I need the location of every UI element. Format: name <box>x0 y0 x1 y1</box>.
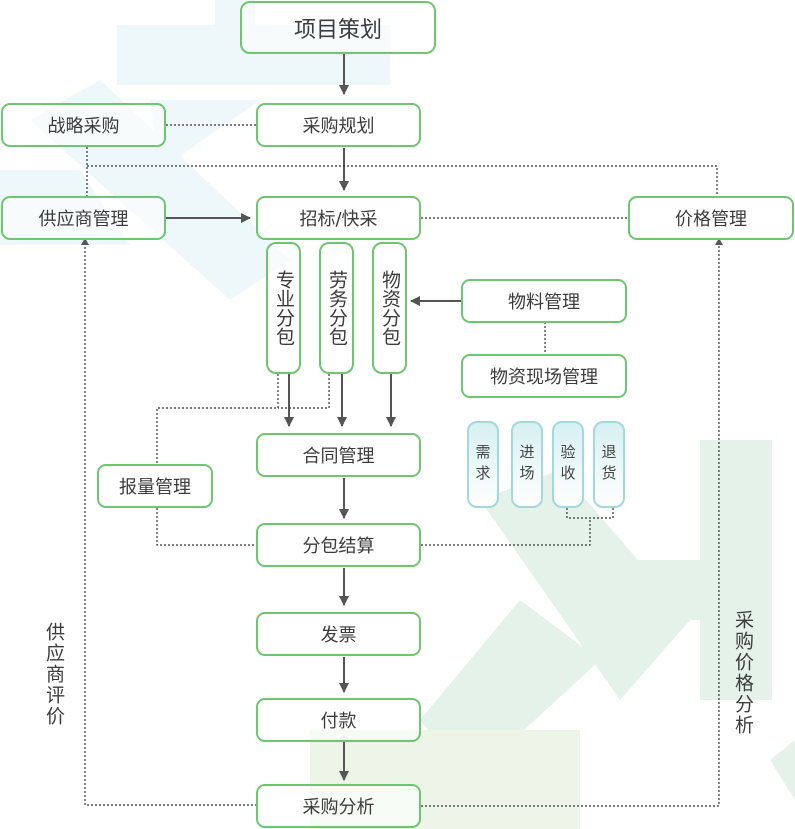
tag-acceptance[interactable]: 验收 <box>552 421 584 508</box>
node-supplier-management[interactable]: 供应商管理 <box>1 196 166 240</box>
label-price-analysis: 采购价格分析 <box>732 610 754 736</box>
node-project-planning[interactable]: 项目策划 <box>240 1 436 54</box>
node-material-management[interactable]: 物料管理 <box>461 279 627 323</box>
node-bidding-quick-purchase[interactable]: 招标/快采 <box>256 196 421 240</box>
node-labor-subcontract[interactable]: 劳务分包 <box>319 242 354 374</box>
tag-entry[interactable]: 进场 <box>511 421 543 508</box>
node-quantity-reporting[interactable]: 报量管理 <box>97 464 213 508</box>
node-price-management[interactable]: 价格管理 <box>628 196 794 240</box>
node-strategic-procurement[interactable]: 战略采购 <box>1 103 166 147</box>
node-site-material-management[interactable]: 物资现场管理 <box>461 354 627 398</box>
node-contract-management[interactable]: 合同管理 <box>256 433 421 477</box>
label-supplier-evaluation: 供应商评价 <box>43 622 65 727</box>
tag-return[interactable]: 退货 <box>593 421 625 508</box>
node-procurement-analysis[interactable]: 采购分析 <box>256 784 421 828</box>
node-professional-subcontract[interactable]: 专业分包 <box>266 242 301 374</box>
tag-demand[interactable]: 需求 <box>467 421 499 508</box>
node-invoice[interactable]: 发票 <box>256 612 421 656</box>
node-payment[interactable]: 付款 <box>256 698 421 742</box>
node-subcontract-settlement[interactable]: 分包结算 <box>256 523 421 567</box>
node-material-subcontract[interactable]: 物资分包 <box>372 242 407 374</box>
node-procurement-planning[interactable]: 采购规划 <box>256 103 421 147</box>
